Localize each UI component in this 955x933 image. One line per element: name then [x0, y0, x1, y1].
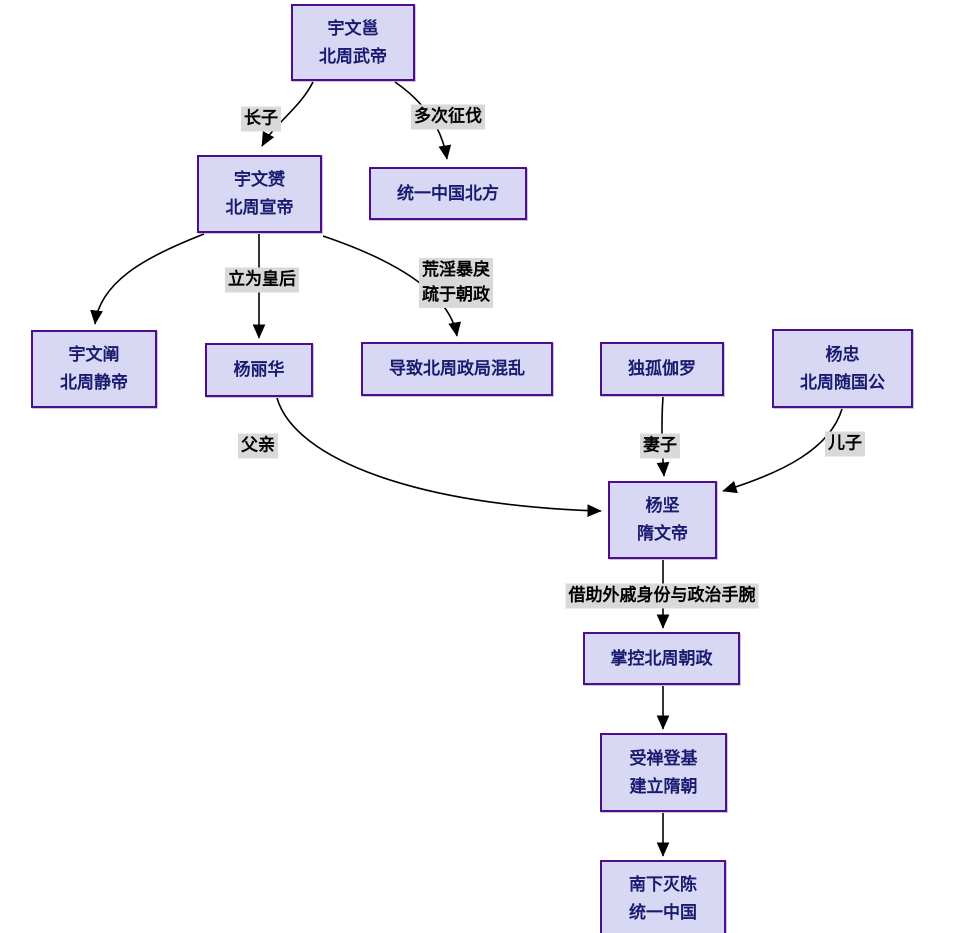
node-yuwen-yong: 宇文邕 北周武帝 [291, 4, 415, 81]
node-label: 南下灭陈 统一中国 [629, 875, 697, 923]
edge-label-debauchery: 荒淫暴戾 疏于朝政 [419, 258, 493, 308]
node-label: 掌控北周朝政 [610, 648, 713, 669]
node-label: 统一中国北方 [397, 183, 499, 204]
node-label: 导致北周政局混乱 [389, 359, 525, 379]
node-yang-zhong: 杨忠 北周随国公 [772, 329, 913, 408]
edge-label-made-empress: 立为皇后 [225, 267, 299, 293]
edge-label-wife: 妻子 [640, 433, 680, 459]
node-control-zhou: 掌控北周朝政 [583, 632, 740, 685]
node-yang-lihua: 杨丽华 [205, 343, 313, 397]
edge-label-father: 父亲 [238, 433, 278, 459]
edge-yuwenyong-yuwenyun [261, 81, 314, 147]
edge-label-eldest-son: 长子 [241, 106, 281, 132]
node-label: 独孤伽罗 [628, 359, 696, 379]
edge-yuwenyun-chaos [322, 235, 462, 337]
node-yang-jian: 杨坚 隋文帝 [608, 481, 717, 559]
edge-yuwenyun-yuwenchan [90, 233, 205, 325]
node-label: 杨坚 隋文帝 [637, 496, 688, 544]
node-label: 杨忠 北周随国公 [800, 344, 885, 393]
node-yuwen-chan: 宇文阐 北周静帝 [31, 330, 157, 408]
edge-yanglihua-yangjian [276, 397, 602, 518]
edge-label-campaigns: 多次征伐 [411, 104, 485, 130]
node-zhou-chaos: 导致北周政局混乱 [361, 342, 553, 396]
edge-yangzhong-yangjian [722, 408, 843, 494]
node-unify-north: 统一中国北方 [369, 167, 527, 220]
node-unify-china: 南下灭陈 统一中国 [600, 860, 726, 933]
node-label: 宇文赟 北周宣帝 [225, 170, 294, 218]
node-found-sui: 受禅登基 建立隋朝 [600, 733, 727, 812]
node-label: 宇文邕 北周武帝 [319, 18, 387, 67]
node-label: 宇文阐 北周静帝 [60, 345, 128, 393]
node-dugu-qieluo: 独孤伽罗 [600, 342, 724, 396]
node-label: 受禅登基 建立隋朝 [629, 748, 698, 797]
edge-label-leverage: 借助外戚身份与政治手腕 [565, 583, 759, 609]
node-label: 杨丽华 [233, 360, 285, 380]
edge-label-son: 儿子 [825, 431, 865, 457]
node-yuwen-yun: 宇文赟 北周宣帝 [197, 155, 322, 233]
